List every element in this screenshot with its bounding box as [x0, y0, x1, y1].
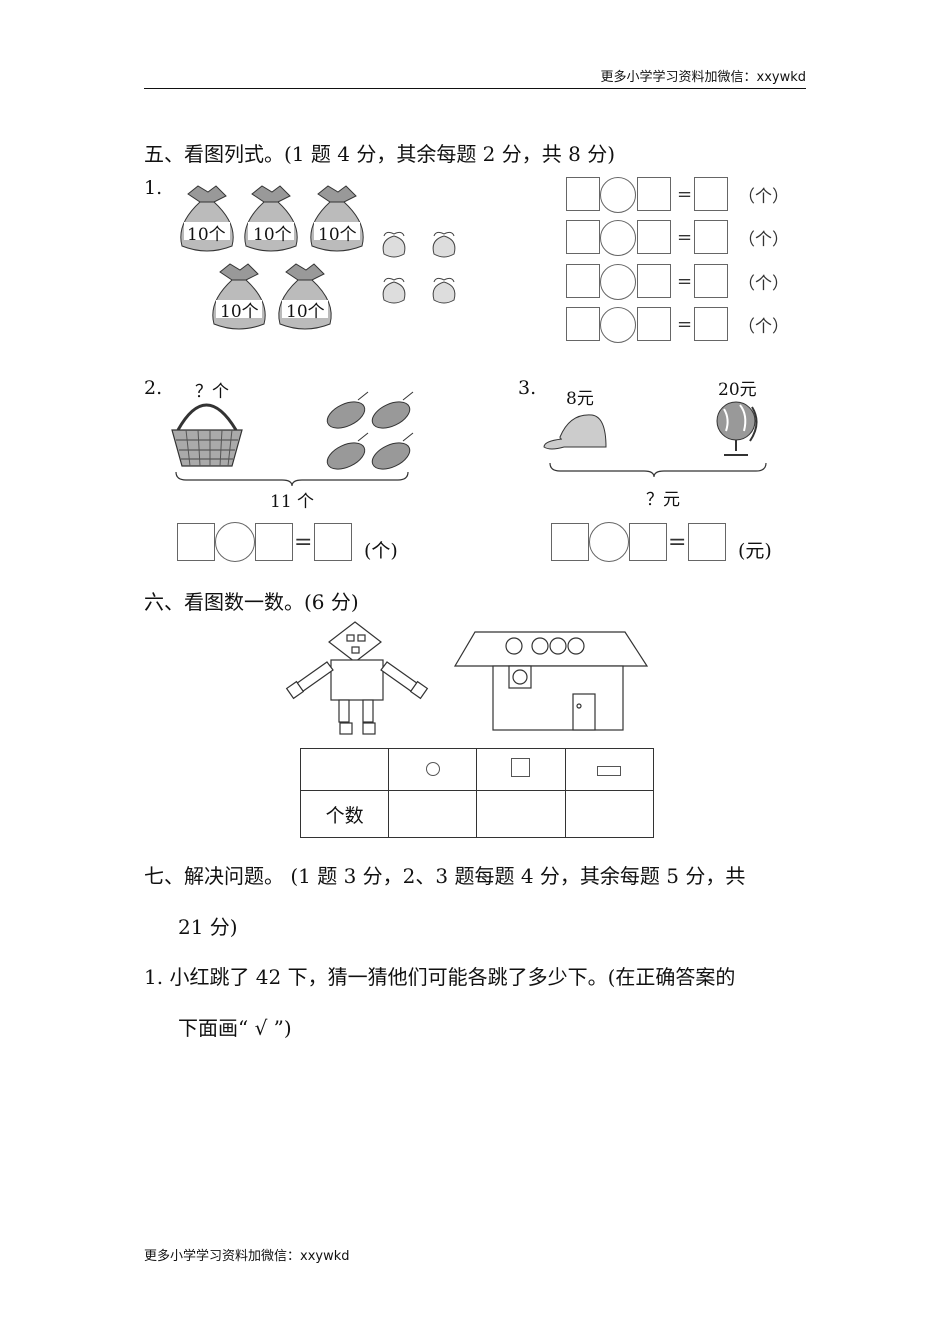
shape-count-table: 个数: [299, 747, 655, 838]
cap-and-globe-illustration: [543, 401, 767, 478]
shape-robot-and-house-figure: [285, 621, 649, 735]
answer-box[interactable]: [566, 220, 600, 254]
equals-sign: =: [677, 184, 693, 205]
unit-label: （个）: [738, 317, 789, 337]
operator-circle[interactable]: [589, 522, 629, 562]
result-box[interactable]: [694, 307, 728, 341]
operator-circle[interactable]: [600, 220, 636, 256]
unit-label: （个）: [738, 187, 789, 207]
operator-circle[interactable]: [215, 522, 255, 562]
total-brace: [549, 462, 767, 478]
result-box[interactable]: [694, 177, 728, 211]
answer-box[interactable]: [629, 523, 667, 561]
table-row: 个数: [299, 790, 655, 838]
circle-count-cell[interactable]: [388, 790, 478, 838]
rectangle-count-cell[interactable]: [564, 790, 655, 838]
table-corner-cell: [299, 747, 390, 792]
q2-question-label: ？个: [195, 382, 229, 402]
table-header-row: [299, 747, 655, 792]
q1-number: 1.: [144, 177, 163, 199]
square-column-header: [476, 747, 566, 792]
eggplant-icon: [371, 432, 414, 470]
answer-box[interactable]: [566, 177, 600, 211]
basket-and-eggplants-illustration: [171, 391, 414, 487]
peach-4: [432, 277, 456, 304]
section7-title-line2: 21 分): [178, 915, 238, 939]
section7-title-line1: 七、解决问题。 (1 题 3 分，2、3 题每题 4 分，其余每题 5 分，共: [144, 864, 746, 888]
answer-box[interactable]: [637, 220, 671, 254]
eggplant-icon: [326, 391, 369, 429]
circle-shape-icon: [425, 761, 440, 776]
section7-q1-line1: 1. 小红跳了 42 下，猜一猜他们可能各跳了多少下。(在正确答案的: [144, 965, 736, 989]
circle-column-header: [388, 747, 478, 792]
eggplant-icon: [371, 391, 414, 429]
square-count-cell[interactable]: [476, 790, 566, 838]
answer-box[interactable]: [551, 523, 589, 561]
rectangle-shape-icon: [597, 765, 622, 776]
answer-box[interactable]: [637, 177, 671, 211]
answer-box[interactable]: [637, 307, 671, 341]
equals-sign: =: [294, 530, 313, 555]
peach-3: [382, 277, 406, 304]
q3-number: 3.: [518, 377, 537, 399]
equals-sign: =: [677, 271, 693, 292]
page-header: 更多小学学习资料加微信：xxywkd: [144, 62, 806, 89]
globe-price: 20元: [718, 380, 757, 400]
answer-box[interactable]: [566, 307, 600, 341]
unit-label: （个）: [738, 274, 789, 294]
globe-icon: [716, 401, 758, 456]
bag-label-5: 10个: [286, 302, 325, 322]
q3-total-label: ？元: [646, 490, 680, 510]
house-figure: [453, 631, 649, 731]
total-brace: [175, 471, 409, 487]
page-footer: 更多小学学习资料加微信：xxywkd: [144, 1249, 350, 1264]
cap-price: 8元: [566, 389, 594, 409]
header-text: 更多小学学习资料加微信：xxywkd: [600, 70, 807, 85]
bag-label-1: 10个: [187, 225, 226, 245]
answer-box[interactable]: [255, 523, 293, 561]
result-box[interactable]: [694, 220, 728, 254]
unit-label: （个）: [738, 230, 789, 250]
result-box[interactable]: [688, 523, 726, 561]
answer-box[interactable]: [637, 264, 671, 298]
cap-icon: [543, 414, 607, 450]
section7-q1-line2: 下面画“ √ ”): [178, 1016, 292, 1040]
rectangle-column-header: [564, 747, 655, 792]
operator-circle[interactable]: [600, 307, 636, 343]
unit-label: (元): [738, 540, 772, 562]
answer-box[interactable]: [177, 523, 215, 561]
square-shape-icon: [511, 757, 531, 777]
bag-label-4: 10个: [220, 302, 259, 322]
section6-title: 六、看图数一数。(6 分): [144, 590, 359, 614]
result-box[interactable]: [314, 523, 352, 561]
answer-box[interactable]: [566, 264, 600, 298]
q2-total-label: 11 个: [270, 492, 315, 512]
bag-label-2: 10个: [253, 225, 292, 245]
section5-title: 五、看图列式。(1 题 4 分，其余每题 2 分，共 8 分): [144, 142, 616, 166]
result-box[interactable]: [694, 264, 728, 298]
operator-circle[interactable]: [600, 177, 636, 213]
peach-1: [382, 231, 406, 258]
equals-sign: =: [677, 227, 693, 248]
count-row-label: 个数: [299, 790, 390, 838]
q2-number: 2.: [144, 377, 163, 399]
robot-figure: [285, 621, 429, 735]
unit-label: (个): [364, 540, 398, 562]
equals-sign: =: [668, 530, 687, 555]
peach-2: [432, 231, 456, 258]
eggplant-icon: [326, 432, 369, 470]
basket-icon: [171, 403, 243, 467]
equals-sign: =: [677, 314, 693, 335]
operator-circle[interactable]: [600, 264, 636, 300]
bag-label-3: 10个: [318, 225, 357, 245]
